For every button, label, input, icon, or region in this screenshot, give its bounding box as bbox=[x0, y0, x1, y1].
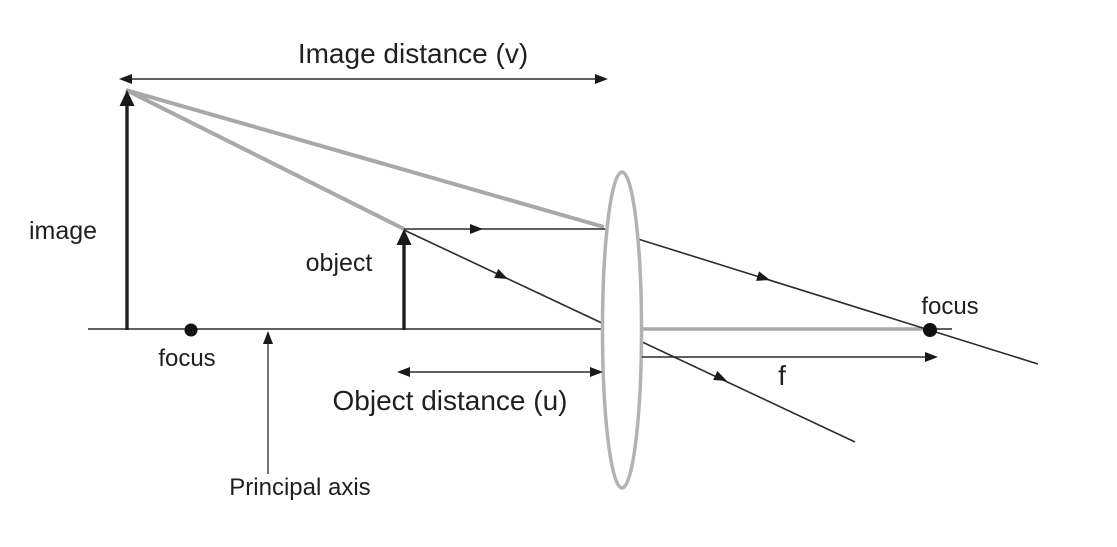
right-focus-label: focus bbox=[921, 293, 978, 320]
object-distance-left-arrowhead-icon bbox=[397, 367, 410, 377]
image-arrowhead-icon bbox=[119, 90, 135, 106]
refracted-ray bbox=[605, 228, 1039, 365]
focal-length-arrowhead-icon bbox=[925, 352, 938, 362]
image-label: image bbox=[29, 217, 97, 245]
image-distance-left-arrowhead-icon bbox=[119, 74, 132, 84]
object-label: object bbox=[306, 249, 373, 277]
central-ray-arrowhead2-icon bbox=[713, 370, 727, 381]
virtual-ray-upper bbox=[125, 88, 605, 229]
virtual-ray-lower bbox=[125, 88, 405, 231]
image-distance-right-arrowhead-icon bbox=[595, 74, 608, 84]
object-distance-label: Object distance (u) bbox=[333, 385, 568, 416]
left-focus-label: focus bbox=[158, 345, 215, 372]
principal-axis-pointer-arrowhead-icon bbox=[263, 331, 273, 344]
parallel-ray-arrowhead-icon bbox=[470, 224, 483, 234]
refracted-ray-arrowhead-icon bbox=[756, 271, 770, 281]
focal-length-label: f bbox=[778, 360, 786, 391]
central-ray-arrowhead-icon bbox=[494, 268, 508, 279]
object-distance-right-arrowhead-icon bbox=[590, 367, 603, 377]
principal-axis-label: Principal axis bbox=[229, 474, 370, 501]
object-arrowhead-icon bbox=[396, 229, 412, 245]
right-focus-dot bbox=[923, 323, 937, 337]
image-distance-label: Image distance (v) bbox=[298, 38, 528, 69]
convex-lens bbox=[600, 170, 644, 490]
left-focus-dot bbox=[184, 323, 198, 337]
